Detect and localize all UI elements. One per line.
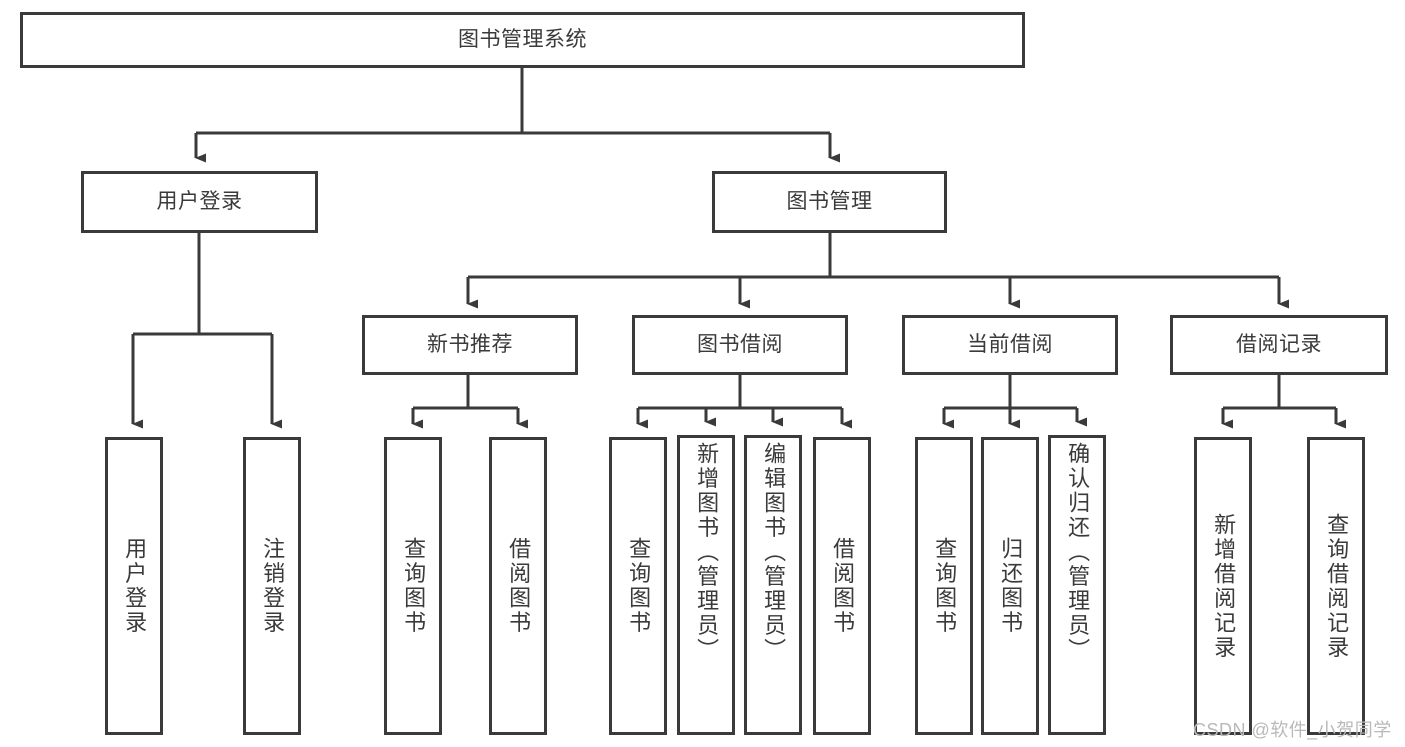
node-leaf-query-record[interactable]: 查询借阅记录 [1307, 437, 1365, 735]
node-leaf-query-book-3-label: 查询图书 [932, 537, 958, 635]
node-leaf-edit-book-label: 编辑图书（管理员） [761, 442, 787, 663]
node-new-book-rec[interactable]: 新书推荐 [362, 315, 578, 375]
node-book-manage-label: 图书管理 [786, 189, 873, 213]
node-leaf-borrow-book-2[interactable]: 借阅图书 [813, 437, 871, 735]
node-borrow-record[interactable]: 借阅记录 [1170, 315, 1388, 375]
node-user-login[interactable]: 用户登录 [81, 171, 318, 233]
node-leaf-logout-label: 注销登录 [260, 537, 286, 635]
node-leaf-query-book-1[interactable]: 查询图书 [384, 437, 442, 735]
node-leaf-edit-book[interactable]: 编辑图书（管理员） [744, 435, 802, 735]
node-leaf-query-book-1-label: 查询图书 [401, 537, 427, 635]
node-leaf-confirm-return-label: 确认归还（管理员） [1065, 442, 1091, 663]
node-root[interactable]: 图书管理系统 [20, 12, 1025, 68]
node-leaf-user-login[interactable]: 用户登录 [105, 437, 163, 735]
node-leaf-return-book-label: 归还图书 [998, 537, 1024, 635]
node-leaf-logout[interactable]: 注销登录 [243, 437, 301, 735]
node-leaf-query-record-label: 查询借阅记录 [1324, 512, 1350, 660]
node-book-borrow-label: 图书借阅 [697, 332, 783, 356]
node-book-manage[interactable]: 图书管理 [712, 171, 947, 233]
node-user-login-label: 用户登录 [156, 189, 243, 213]
node-current-borrow-label: 当前借阅 [967, 332, 1053, 356]
node-leaf-query-book-3[interactable]: 查询图书 [915, 437, 973, 735]
node-new-book-rec-label: 新书推荐 [427, 332, 513, 356]
node-leaf-confirm-return[interactable]: 确认归还（管理员） [1048, 435, 1106, 735]
node-borrow-record-label: 借阅记录 [1236, 332, 1322, 356]
node-book-borrow[interactable]: 图书借阅 [632, 315, 848, 375]
node-leaf-add-record[interactable]: 新增借阅记录 [1194, 437, 1252, 735]
node-leaf-user-login-label: 用户登录 [122, 537, 148, 635]
node-leaf-borrow-book-2-label: 借阅图书 [830, 537, 856, 635]
node-leaf-borrow-book-1[interactable]: 借阅图书 [489, 437, 547, 735]
node-leaf-query-book-2-label: 查询图书 [626, 537, 652, 635]
node-leaf-add-book[interactable]: 新增图书（管理员） [677, 435, 735, 735]
node-current-borrow[interactable]: 当前借阅 [902, 315, 1118, 375]
node-leaf-borrow-book-1-label: 借阅图书 [506, 537, 532, 635]
node-root-label: 图书管理系统 [458, 27, 587, 51]
node-leaf-add-book-label: 新增图书（管理员） [694, 442, 720, 663]
node-leaf-query-book-2[interactable]: 查询图书 [609, 437, 667, 735]
node-leaf-add-record-label: 新增借阅记录 [1211, 512, 1237, 660]
node-leaf-return-book[interactable]: 归还图书 [981, 437, 1039, 735]
